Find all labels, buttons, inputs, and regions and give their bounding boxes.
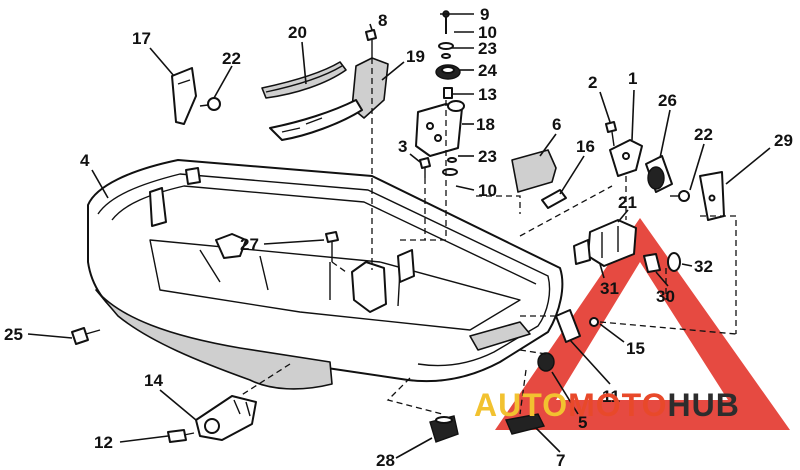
cover-inner-bracket bbox=[351, 261, 387, 313]
callout-1: 1 bbox=[628, 69, 637, 88]
part-16-clip bbox=[541, 189, 567, 209]
callout-15: 15 bbox=[626, 339, 645, 358]
cover-floor-clip bbox=[215, 233, 247, 259]
callout-22-right: 22 bbox=[694, 125, 713, 144]
callout-23-lower: 23 bbox=[478, 147, 497, 166]
cover-rib bbox=[199, 249, 401, 307]
assembly-dashed-lines bbox=[239, 58, 737, 415]
watermark-word-hub: HUB bbox=[667, 387, 739, 423]
cover-inner-bracket-2 bbox=[397, 249, 415, 283]
part-21-valve-assembly bbox=[573, 219, 637, 267]
callout-16: 16 bbox=[576, 137, 595, 156]
cover-underside bbox=[95, 289, 333, 390]
callout-13: 13 bbox=[478, 85, 497, 104]
cover-corner-post bbox=[185, 167, 201, 185]
cover-front-lip bbox=[469, 321, 531, 351]
part-22-screw-left bbox=[199, 97, 221, 111]
callout-23-top: 23 bbox=[478, 39, 497, 58]
part-10-washer-top bbox=[438, 42, 454, 50]
part-23-washer-top bbox=[441, 53, 451, 59]
callout-8: 8 bbox=[378, 11, 387, 30]
callout-14: 14 bbox=[144, 371, 163, 390]
part-18-bracket bbox=[415, 100, 465, 157]
cover-rim-inner bbox=[111, 185, 537, 285]
callout-24: 24 bbox=[478, 61, 497, 80]
callout-20: 20 bbox=[288, 23, 307, 42]
callout-25: 25 bbox=[4, 325, 23, 344]
callout-labels: 17 22 20 8 19 9 10 23 24 13 18 4 3 23 10… bbox=[4, 5, 793, 470]
callout-10-top: 10 bbox=[478, 23, 497, 42]
callout-21: 21 bbox=[618, 193, 637, 212]
callout-6: 6 bbox=[552, 115, 561, 134]
callout-30: 30 bbox=[656, 287, 675, 306]
callout-4: 4 bbox=[80, 151, 90, 170]
callout-10-lower: 10 bbox=[478, 181, 497, 200]
callout-22-left: 22 bbox=[222, 49, 241, 68]
callout-17: 17 bbox=[132, 29, 151, 48]
callout-9: 9 bbox=[480, 5, 489, 24]
callout-29: 29 bbox=[774, 131, 793, 150]
part-22-screw-right bbox=[670, 190, 690, 202]
cover-left-post bbox=[149, 187, 167, 227]
callout-26: 26 bbox=[658, 91, 677, 110]
watermark-word-moto: MOTO bbox=[568, 387, 667, 423]
part-2-screw bbox=[605, 121, 617, 147]
callout-28: 28 bbox=[376, 451, 395, 470]
part-14-bracket bbox=[195, 395, 257, 441]
part-17-hook bbox=[171, 67, 197, 125]
part-28-grommet bbox=[429, 415, 459, 443]
part-25-screw bbox=[71, 327, 101, 345]
callout-2: 2 bbox=[588, 73, 597, 92]
watermark-logo: AUTOMOTOHUB bbox=[474, 387, 740, 423]
part-5-plug bbox=[537, 352, 555, 372]
part-3-screw bbox=[419, 157, 431, 178]
part-15-screw bbox=[589, 317, 599, 327]
part-12-screw bbox=[167, 429, 195, 443]
callout-31: 31 bbox=[600, 279, 619, 298]
part-8-screw bbox=[365, 29, 377, 58]
part-23-washer-lower bbox=[447, 157, 457, 163]
callout-18: 18 bbox=[476, 115, 495, 134]
callout-32: 32 bbox=[694, 257, 713, 276]
callout-27: 27 bbox=[240, 235, 259, 254]
part-7-pad bbox=[505, 413, 546, 435]
callout-3: 3 bbox=[398, 137, 407, 156]
leader-lines bbox=[27, 13, 771, 459]
part-13-sleeve bbox=[443, 87, 453, 99]
callout-11: 11 bbox=[602, 387, 620, 406]
part-29-bracket bbox=[699, 171, 725, 221]
part-6-pad bbox=[511, 149, 557, 193]
part-11-clip bbox=[555, 309, 581, 343]
part-10-washer-lower bbox=[442, 168, 458, 176]
cover-rim bbox=[97, 173, 551, 367]
lower-motor-cover bbox=[87, 159, 564, 390]
watermark-text: AUTOMOTOHUB bbox=[474, 387, 740, 423]
part-26-roller bbox=[645, 155, 673, 193]
watermark-triangle-shape bbox=[495, 218, 790, 430]
part-30-sleeve bbox=[643, 253, 661, 273]
watermark-word-auto: AUTO bbox=[474, 387, 568, 423]
callout-19: 19 bbox=[406, 47, 425, 66]
callout-5: 5 bbox=[578, 413, 587, 432]
part-24-grommet bbox=[435, 64, 461, 80]
part-1-bracket bbox=[609, 139, 643, 177]
callout-12: 12 bbox=[94, 433, 113, 452]
watermark-triangle bbox=[495, 218, 790, 430]
part-20-seal bbox=[261, 61, 347, 99]
part-32-ring bbox=[667, 252, 681, 272]
callout-7: 7 bbox=[556, 451, 565, 470]
cover-floor bbox=[149, 239, 521, 331]
part-27-screw bbox=[325, 231, 339, 262]
